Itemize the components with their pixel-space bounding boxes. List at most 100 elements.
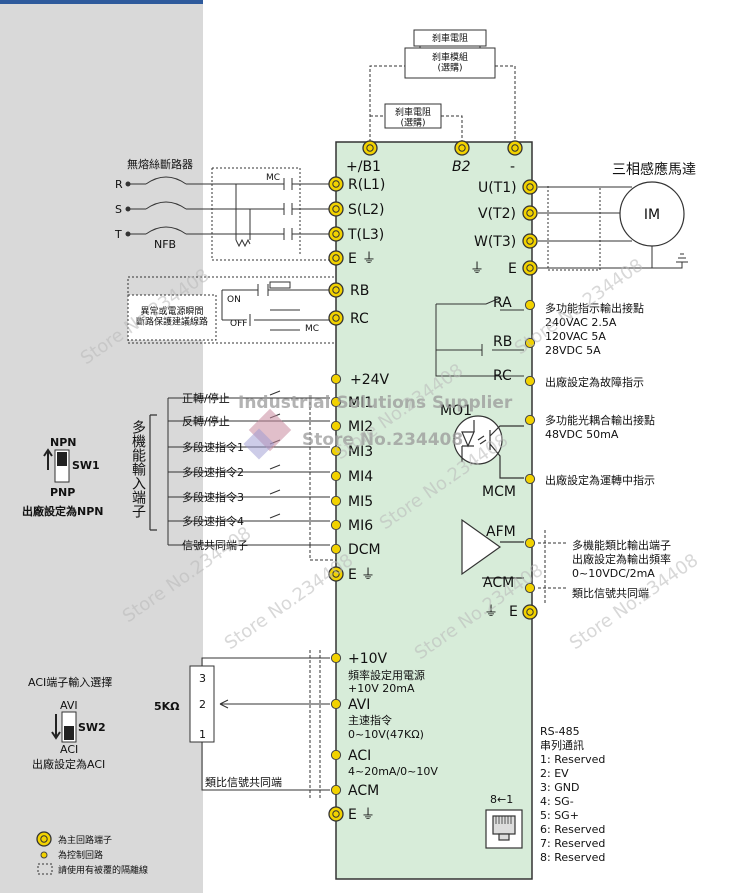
terminal-mo1 (524, 414, 536, 426)
pot-value: 5KΩ (154, 700, 180, 713)
brake-section (369, 29, 516, 142)
terminal-b2 (454, 140, 470, 156)
label-mi6: MI6 (348, 518, 373, 534)
relay-spec1: 240VAC 2.5A (545, 316, 617, 329)
analog-common-right: 類比信號共同端 (572, 587, 649, 600)
top-blue-bar (0, 0, 203, 4)
rs485-title: RS-485 (540, 725, 580, 738)
terminal-tl3 (328, 226, 344, 242)
input-ms4-label: 多段速指令4 (182, 514, 244, 528)
npn-label: NPN (50, 436, 76, 449)
aci-select-label: ACI端子輸入選擇 (28, 675, 112, 689)
ground-icon: ⏚ (484, 604, 498, 620)
photo-default: 出廠設定為運轉中指示 (545, 473, 655, 487)
default-npn-label: 出廠設定為NPN (22, 504, 103, 518)
sw1-label: SW1 (72, 459, 100, 472)
label-e-ctrl: E (348, 567, 357, 583)
brake-resistor-box (413, 29, 487, 47)
relay-wiring (435, 297, 524, 377)
aci-spec: 4~20mA/0~10V (348, 765, 438, 778)
label-ra: RA (493, 295, 512, 311)
terminal-w (522, 233, 538, 249)
terminal-rb (328, 282, 344, 298)
plus10-spec: +10V 20mA (348, 682, 415, 695)
drive-body (335, 141, 533, 880)
label-plus24: +24V (350, 372, 390, 388)
pot-pin3: 3 (199, 672, 206, 685)
ground-icon: ⏚ (362, 251, 376, 267)
photocoupler (453, 415, 524, 479)
input-common-label: 信號共同端子 (182, 539, 248, 552)
label-mcm: MCM (482, 484, 516, 500)
photo-title: 多功能光耦合輸出接點 (545, 413, 655, 427)
sw1-knob (57, 452, 67, 466)
terminal-aci (330, 749, 342, 761)
multi-input-vertical-label: 多機能輸入端子 (130, 419, 146, 518)
terminal-sl2 (328, 201, 344, 217)
terminal-e-analog (328, 806, 344, 822)
label-minus: - (510, 159, 515, 175)
brake-unit-box (404, 47, 496, 79)
label-acm2: ACM (348, 783, 379, 799)
default-aci-label: 出廠設定為ACI (32, 757, 105, 771)
terminal-mi6 (330, 519, 342, 531)
label-acm: ACM (483, 575, 514, 591)
label-e-afm: E (509, 604, 518, 620)
freq-power-label: 頻率設定用電源 (348, 668, 425, 682)
terminal-rc (328, 310, 344, 326)
rs485-pin2: 2: EV (540, 767, 569, 780)
rs485-pin3: 3: GND (540, 781, 579, 794)
phase-s-label: S (115, 203, 122, 216)
terminal-dcm (330, 543, 342, 555)
legend-control-label: 為控制回路 (58, 849, 103, 861)
label-rb2: RB (493, 334, 512, 350)
terminal-avi (330, 698, 342, 710)
legend-shield-label: 請使用有被覆的隔離線 (58, 864, 148, 876)
rj45-port-icon (485, 809, 523, 849)
label-b2: B2 (452, 159, 471, 175)
brake-unit-label: 刹車模組(選購) (432, 51, 468, 73)
rs485-pin8: 8: Reserved (540, 851, 605, 864)
input-ms3-label: 多段速指令3 (182, 490, 244, 504)
pot-pin2: 2 (199, 698, 206, 711)
brake-resistor-label: 刹車電阻 (432, 32, 468, 44)
label-rc: RC (350, 311, 369, 327)
rs485-sub: 串列通訊 (540, 738, 584, 752)
label-aci: ACI (348, 748, 371, 764)
terminal-b1 (362, 140, 378, 156)
afm-output-wiring (538, 530, 566, 605)
terminal-plus10 (330, 652, 342, 664)
terminal-mi4 (330, 470, 342, 482)
legend-control-icon (40, 851, 48, 859)
label-e-motor: E (508, 261, 517, 277)
label-b1: +/B1 (346, 159, 381, 175)
terminal-minus (507, 140, 523, 156)
sw2-knob (64, 726, 74, 740)
label-mi1: MI1 (348, 395, 373, 411)
avi-spec: 0~10V(47KΩ) (348, 728, 424, 741)
sw2-label: SW2 (78, 721, 106, 734)
terminal-acm2 (330, 784, 342, 796)
analog-out1: 多機能類比輸出端子 (572, 538, 671, 552)
analog-wiring (201, 650, 330, 800)
ground-icon: ⏚ (470, 261, 484, 277)
pot-pin1: 1 (199, 728, 206, 741)
terminal-e-input (328, 250, 344, 266)
label-v: V(T2) (478, 206, 516, 222)
terminal-mcm (524, 473, 536, 485)
label-avi: AVI (348, 697, 370, 713)
watermark-company: Industrial Solutions Supplier (238, 393, 513, 413)
terminal-afm (524, 537, 536, 549)
pin-s-dot (125, 206, 131, 212)
photo-spec: 48VDC 50mA (545, 428, 619, 441)
label-e-analog: E (348, 807, 357, 823)
sw2-arrow-icon (51, 714, 61, 740)
label-afm: AFM (486, 524, 516, 540)
analog-out3: 0~10VDC/2mA (572, 567, 655, 580)
label-mi2: MI2 (348, 419, 373, 435)
label-mi5: MI5 (348, 494, 373, 510)
input-ms2-label: 多段速指令2 (182, 465, 244, 479)
label-mi3: MI3 (348, 444, 373, 460)
protection-note-box (127, 294, 217, 341)
